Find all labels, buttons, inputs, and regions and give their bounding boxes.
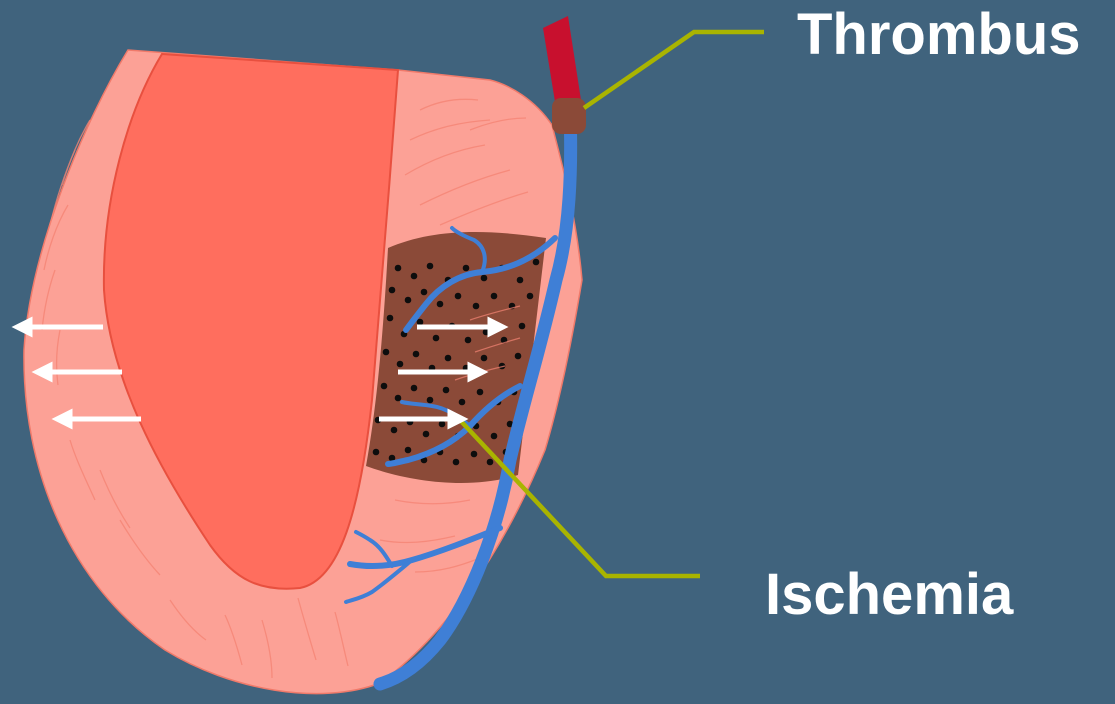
thrombus-clot <box>552 98 586 134</box>
proximal-vessel <box>543 16 581 108</box>
ischemia-label: Ischemia <box>765 566 1013 624</box>
thrombus-leader-line <box>584 32 764 108</box>
thrombus-label: Thrombus <box>797 6 1081 64</box>
